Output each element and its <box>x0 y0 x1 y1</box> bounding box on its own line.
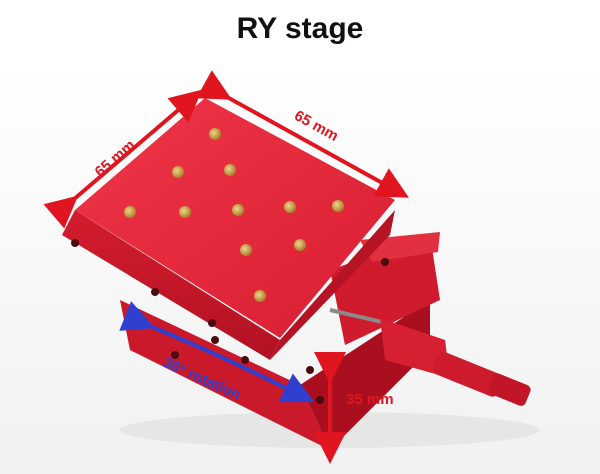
adjustment-knob <box>380 318 531 406</box>
figure-title: RY stage <box>236 12 364 45</box>
height-label: 35 mm <box>346 391 394 408</box>
rotation-arrow <box>119 301 315 403</box>
width-right-dimension-arrow <box>196 70 409 198</box>
width-left-dimension-arrow <box>43 89 203 229</box>
